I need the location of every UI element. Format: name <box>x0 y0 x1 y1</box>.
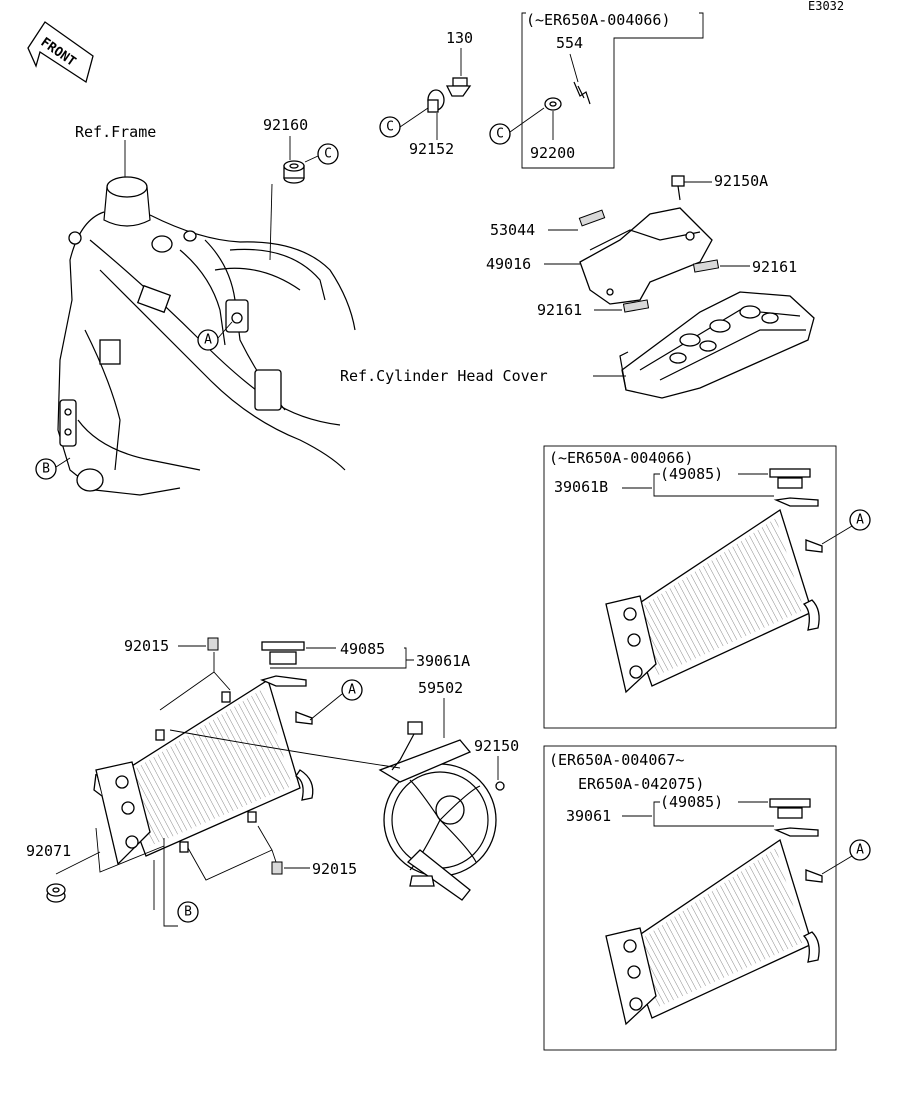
svg-text:C: C <box>496 127 504 142</box>
marker-b-main: B <box>177 901 199 923</box>
marker-b-frame: B <box>35 458 57 480</box>
ref-cylinder-head-cover-label: Ref.Cylinder Head Cover <box>340 367 548 385</box>
pad-92161-right <box>692 259 720 273</box>
label-130: 130 <box>446 29 473 47</box>
grommet-92071 <box>46 883 66 903</box>
marker-a-box2: A <box>849 839 871 861</box>
variant-box-late <box>543 745 837 1051</box>
svg-text:B: B <box>42 462 50 477</box>
label-59502: 59502 <box>418 679 463 697</box>
label-92161-right: 92161 <box>752 258 797 276</box>
marker-c-92152: C <box>379 116 401 138</box>
radiator-box1 <box>605 497 823 694</box>
collar-92152 <box>427 89 445 113</box>
label-49085-box2: (49085) <box>660 793 723 811</box>
label-92200: 92200 <box>530 144 575 162</box>
label-39061: 39061 <box>566 807 611 825</box>
frame-drawing: Ref.Frame <box>57 123 356 496</box>
label-92015-top: 92015 <box>124 637 169 655</box>
label-49085: 49085 <box>340 640 385 658</box>
radiator-cap-box2 <box>769 798 811 819</box>
marker-c-92200: C <box>489 123 511 145</box>
pad-92161-left <box>622 299 650 313</box>
label-92150A: 92150A <box>714 172 768 190</box>
marker-a-frame: A <box>197 329 219 351</box>
diagram-code: E3032 <box>808 0 844 13</box>
radiator-box2 <box>605 827 823 1026</box>
svg-text:A: A <box>204 333 212 348</box>
ref-frame-label: Ref.Frame <box>75 123 156 141</box>
clip-92015-top <box>207 637 219 651</box>
cylinder-head-cover <box>619 291 815 399</box>
clip-554 <box>573 81 591 105</box>
label-92071: 92071 <box>26 842 71 860</box>
marker-c-92160: C <box>317 143 339 165</box>
marker-a-main: A <box>341 679 363 701</box>
bolt-92150A <box>671 175 685 201</box>
svg-text:B: B <box>184 905 192 920</box>
label-49085-box1: (49085) <box>660 465 723 483</box>
radiator-cap-49085 <box>261 641 305 665</box>
radiator-cap-box1 <box>769 468 811 489</box>
washer-92200 <box>544 97 562 111</box>
svg-text:C: C <box>386 120 394 135</box>
clip-92015-bottom <box>271 861 283 875</box>
variant-label-top: (~ER650A-004066) <box>526 11 671 29</box>
label-92161-left: 92161 <box>537 301 582 319</box>
label-92152: 92152 <box>409 140 454 158</box>
label-39061B: 39061B <box>554 478 608 496</box>
label-92150: 92150 <box>474 737 519 755</box>
front-arrow-icon: FRONT <box>27 21 94 84</box>
svg-text:A: A <box>856 843 864 858</box>
variant-box-early-label: (~ER650A-004066) <box>549 449 694 467</box>
variant-box-late-label1: (ER650A-004067~ <box>549 751 684 769</box>
label-39061A: 39061A <box>416 652 470 670</box>
radiator-main <box>93 675 314 866</box>
svg-text:C: C <box>324 147 332 162</box>
label-92015-bottom: 92015 <box>312 860 357 878</box>
variant-box-late-label2: ER650A-042075) <box>578 775 704 793</box>
variant-box-early <box>543 445 837 729</box>
label-92160: 92160 <box>263 116 308 134</box>
label-53044: 53044 <box>490 221 535 239</box>
svg-text:A: A <box>348 683 356 698</box>
cover-49016 <box>579 207 713 305</box>
pad-53044 <box>578 209 606 227</box>
bolt-130 <box>445 77 472 97</box>
svg-text:A: A <box>856 513 864 528</box>
grommet-92160 <box>283 160 305 184</box>
bolt-92150 <box>495 781 505 791</box>
label-554: 554 <box>556 34 583 52</box>
marker-a-box1: A <box>849 509 871 531</box>
label-49016: 49016 <box>486 255 531 273</box>
cooling-fan-59502 <box>378 721 497 901</box>
